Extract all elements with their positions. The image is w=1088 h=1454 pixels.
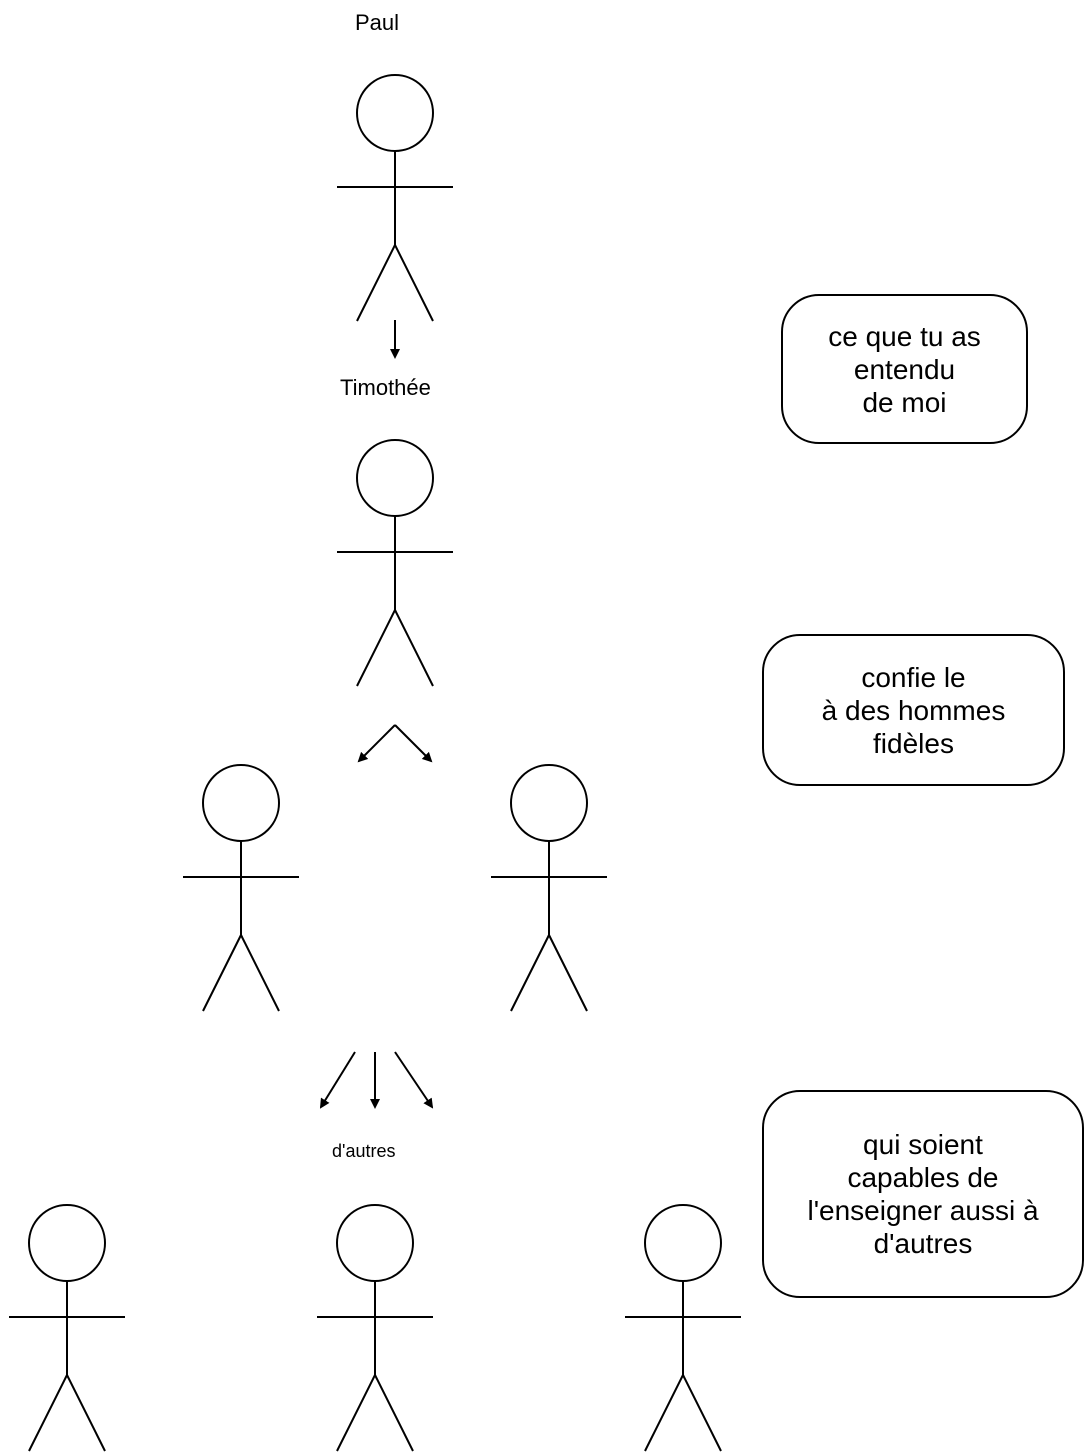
stick-figure-other-3 [625, 1204, 741, 1452]
bubble-entendu: ce que tu as entendu de moi [781, 294, 1028, 444]
arrow-timothee-to-man-2 [394, 724, 433, 763]
bubble-confie-text: confie le à des hommes fidèles [821, 661, 1006, 759]
bubble-capables: qui soient capables de l'enseigner aussi… [762, 1090, 1084, 1298]
figure-left-leg [28, 1374, 68, 1452]
stick-figure-other-1 [9, 1204, 125, 1452]
figure-right-leg [374, 1374, 414, 1452]
label-paul: Paul [355, 10, 400, 35]
figure-left-leg [202, 934, 242, 1012]
figure-right-leg [548, 934, 588, 1012]
figure-right-leg [394, 609, 434, 687]
label-autres: d'autres [332, 1141, 396, 1161]
figure-right-leg [394, 244, 434, 322]
figure-head [356, 74, 434, 152]
stick-figure-paul [337, 74, 453, 322]
bubble-confie: confie le à des hommes fidèles [762, 634, 1065, 786]
stick-figure-timothee [337, 439, 453, 687]
figure-right-leg [240, 934, 280, 1012]
arrow-timothee-to-man-1 [357, 724, 396, 763]
figure-left-leg [644, 1374, 684, 1452]
bubble-capables-text: qui soient capables de l'enseigner aussi… [807, 1129, 1039, 1259]
figure-head [510, 764, 588, 842]
figure-left-leg [510, 934, 550, 1012]
figure-left-leg [356, 609, 396, 687]
bubble-entendu-text: ce que tu as entendu de moi [828, 320, 981, 418]
figure-right-leg [66, 1374, 106, 1452]
figure-head [356, 439, 434, 517]
stick-figure-faithful-man-2 [491, 764, 607, 1012]
label-timothee: Timothée [340, 375, 431, 400]
stick-figures [9, 74, 741, 1452]
arrow-to-other-1 [319, 1051, 356, 1109]
figure-right-leg [682, 1374, 722, 1452]
figure-left-leg [336, 1374, 376, 1452]
arrows [319, 320, 434, 1109]
stick-figure-other-2 [317, 1204, 433, 1452]
figure-head [28, 1204, 106, 1282]
arrow-to-other-3 [394, 1051, 434, 1109]
figure-head [644, 1204, 722, 1282]
figure-left-leg [356, 244, 396, 322]
figure-head [202, 764, 280, 842]
stick-figure-faithful-man-1 [183, 764, 299, 1012]
figure-head [336, 1204, 414, 1282]
